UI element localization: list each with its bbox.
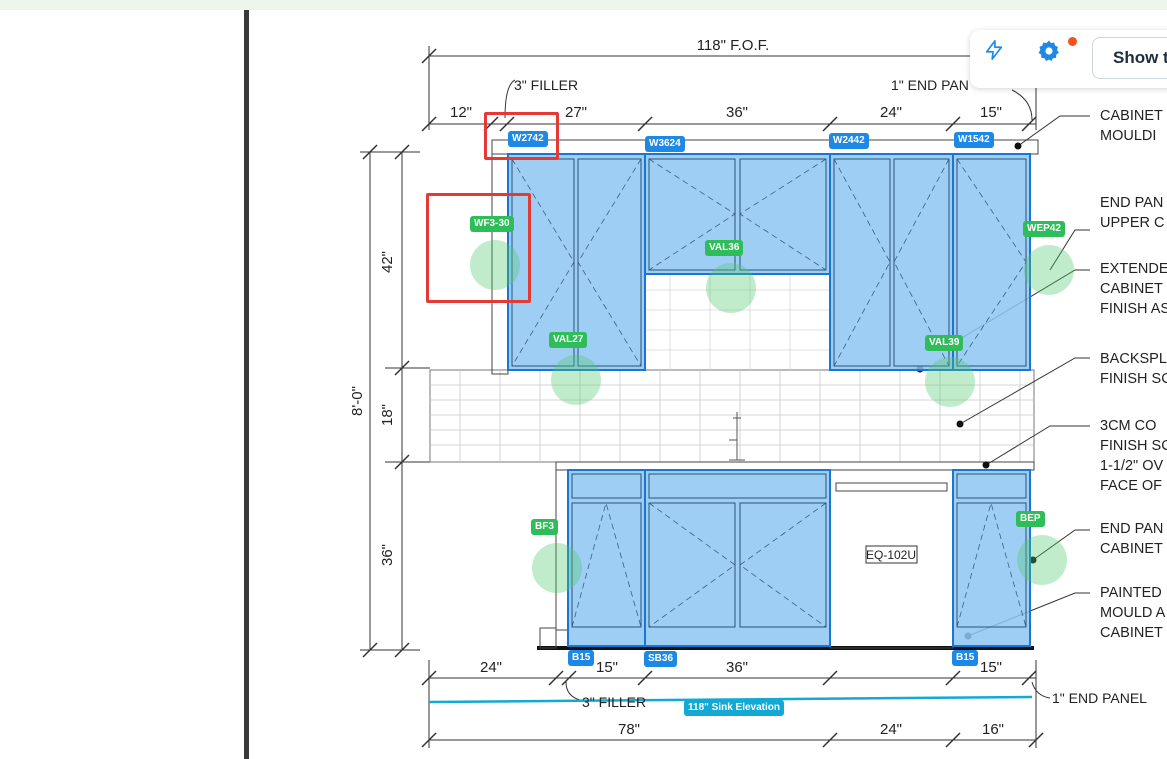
- pane-divider[interactable]: [244, 10, 249, 759]
- top-dim-2: 27": [565, 104, 587, 121]
- notification-badge: [1068, 37, 1077, 46]
- lightning-button[interactable]: [983, 39, 1023, 79]
- cabinet-tag-b15-left[interactable]: B15: [568, 650, 595, 666]
- cabinet-tag-b15-right[interactable]: B15: [952, 650, 979, 666]
- note-countertop: 3CM CO FINISH SC 1-1/2" OV FACE OF: [1100, 418, 1167, 494]
- overall-height-label: 8'-0": [349, 386, 366, 416]
- finish-marker-bep[interactable]: [1017, 535, 1067, 585]
- top-dim-5: 15": [980, 104, 1002, 121]
- left-dim-upper: 42": [379, 251, 396, 273]
- note-painted-moulding: PAINTED MOULD A CABINET: [1100, 585, 1166, 641]
- top-dim-1: 12": [450, 104, 472, 121]
- cabinet-tag-w1542[interactable]: W1542: [954, 132, 994, 148]
- filler-top-label: 3" FILLER: [514, 77, 578, 93]
- filler-bottom-label: 3" FILLER: [582, 694, 646, 710]
- left-pane: [0, 10, 245, 759]
- left-dim-backsplash: 18": [379, 404, 396, 426]
- bottom-dim-2: 15": [596, 659, 618, 676]
- cabinet-tag-sb36[interactable]: SB36: [644, 651, 678, 667]
- finish-marker-wep42[interactable]: [1024, 245, 1074, 295]
- note-cabinet-moulding: CABINET MOULDI: [1100, 108, 1163, 144]
- top-dim-3: 36": [726, 104, 748, 121]
- gear-icon: [1038, 40, 1059, 61]
- top-dim-4: 24": [880, 104, 902, 121]
- drawing-canvas[interactable]: 118" F.O.F. 3" FILLER 1" END PAN 12" 27"…: [249, 10, 1167, 759]
- end-panel-top-label: 1" END PAN: [891, 77, 969, 93]
- overall-width-label: 118" F.O.F.: [697, 37, 770, 54]
- highlight-box-w2742: [484, 112, 559, 160]
- show-button[interactable]: Show t: [1092, 37, 1167, 79]
- bottom-dim-row2-3: 16": [982, 721, 1004, 738]
- cabinet-tag-w2742[interactable]: W2742: [508, 131, 548, 147]
- note-end-panel-upper: END PAN UPPER C: [1100, 195, 1165, 231]
- cabinet-tag-w3624[interactable]: W3624: [645, 136, 685, 152]
- finish-tag-wep42[interactable]: WEP42: [1023, 221, 1065, 237]
- note-backsplash: BACKSPL FINISH SC: [1100, 351, 1167, 387]
- elevation-label[interactable]: 118" Sink Elevation: [684, 700, 785, 716]
- appliance-label: EQ-102U: [866, 548, 916, 562]
- end-panel-bottom-label: 1" END PANEL: [1052, 690, 1147, 706]
- note-end-panel-base: END PAN CABINET: [1100, 521, 1164, 557]
- elevation-drawing: 118" F.O.F. 3" FILLER 1" END PAN 12" 27"…: [349, 37, 1147, 748]
- lightning-icon: [985, 40, 1003, 60]
- finish-marker-val36[interactable]: [706, 263, 756, 313]
- bottom-dim-3: 36": [726, 659, 748, 676]
- finish-tag-wf3-30[interactable]: WF3-30: [470, 216, 514, 232]
- bottom-dim-4: 15": [980, 659, 1002, 676]
- bottom-dim-row2-2: 24": [880, 721, 902, 738]
- finish-tag-bf3[interactable]: BF3: [531, 519, 558, 535]
- bottom-dim-row2-1: 78": [618, 721, 640, 738]
- finish-tag-val27[interactable]: VAL27: [549, 332, 588, 348]
- finish-marker-bf3[interactable]: [532, 543, 582, 593]
- floating-toolbar: Show t: [970, 30, 1167, 88]
- cabinet-tag-w2442[interactable]: W2442: [829, 133, 869, 149]
- finish-marker-wf3-30[interactable]: [470, 240, 520, 290]
- highlight-box-wf3-30: [426, 193, 531, 303]
- bottom-dim-1: 24": [480, 659, 502, 676]
- left-dim-base: 36": [379, 544, 396, 566]
- finish-marker-val27[interactable]: [551, 355, 601, 405]
- finish-marker-val39[interactable]: [925, 357, 975, 407]
- finish-tag-bep[interactable]: BEP: [1016, 511, 1045, 527]
- finish-tag-val39[interactable]: VAL39: [925, 335, 964, 351]
- finish-tag-val36[interactable]: VAL36: [705, 240, 744, 256]
- note-extended-cabinet: EXTENDE CABINET FINISH AS: [1100, 261, 1167, 317]
- settings-button[interactable]: [1037, 37, 1077, 79]
